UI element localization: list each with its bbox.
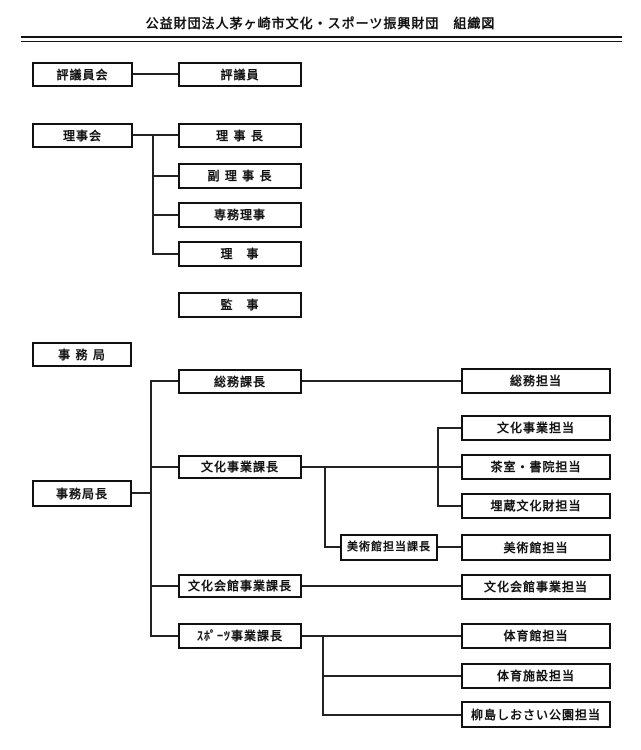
connector-secretariat-trunk	[150, 380, 152, 637]
org-box-culture-business-staff: 文化事業担当	[461, 415, 611, 441]
org-box-sports-facility-staff: 体育施設担当	[461, 663, 611, 689]
connector-sports-facility-staff	[322, 675, 461, 677]
org-box-board-of-directors: 理事会	[32, 123, 133, 148]
connector-museum-drop	[324, 466, 326, 548]
org-box-vice-chairman: 副 理 事 長	[178, 163, 302, 189]
org-box-tearoom-shoin-staff: 茶室・書院担当	[461, 454, 611, 480]
connector-gymnasium-staff	[302, 635, 461, 637]
org-box-gymnasium-staff: 体育館担当	[461, 623, 611, 649]
org-box-yanagishima-shiosai-park-staff: 柳島しおさい公園担当	[461, 701, 611, 728]
connector-museum-staff	[438, 546, 461, 548]
org-box-auditor: 監 事	[178, 292, 302, 318]
connector-culture-branch-trunk	[437, 427, 439, 507]
connector-board-trunk	[152, 134, 154, 255]
org-box-councilor: 評議員	[178, 62, 302, 87]
org-box-chairman: 理 事 長	[178, 123, 302, 148]
org-box-buried-cultural-property-staff: 埋蔵文化財担当	[461, 493, 611, 519]
connector-culture-business-staff	[437, 427, 461, 429]
org-box-executive-director: 専務理事	[178, 202, 302, 228]
org-box-secretariat: 事 務 局	[32, 342, 132, 367]
org-box-museum-section-chief: 美術館担当課長	[340, 534, 438, 561]
org-box-sports-business-chief: ｽﾎﾟｰﾂ事業課長	[178, 623, 302, 649]
connector-general-affairs-staff	[302, 380, 461, 382]
org-box-general-affairs-staff: 総務担当	[461, 368, 611, 394]
connector-secretariat-director	[132, 492, 150, 494]
org-box-director: 理 事	[178, 241, 302, 267]
org-box-museum-staff: 美術館担当	[461, 534, 611, 561]
org-box-culture-hall-staff: 文化会館事業担当	[461, 574, 611, 600]
connector-culture-hall-chief	[150, 585, 178, 587]
page-title: 公益財団法人茅ヶ崎市文化・スポーツ振興財団 組織図	[145, 16, 496, 31]
connector-museum-section-chief	[324, 546, 340, 548]
org-box-culture-hall-chief: 文化会館事業課長	[178, 574, 302, 598]
org-box-culture-business-chief: 文化事業課長	[178, 455, 302, 479]
title-double-rule	[21, 36, 622, 42]
connector-culture-business-main	[302, 466, 461, 468]
org-box-councilor-board: 評議員会	[32, 62, 133, 87]
connector-culture-hall-staff	[302, 585, 461, 587]
connector-general-affairs-chief	[150, 380, 178, 382]
connector-director	[152, 253, 178, 255]
org-box-secretariat-director: 事務局長	[32, 480, 132, 507]
connector-executive-director	[152, 214, 178, 216]
connector-culture-business-chief	[150, 466, 178, 468]
connector-buried-cultural-staff	[437, 505, 461, 507]
connector-sports-business-chief	[150, 635, 178, 637]
org-box-general-affairs-chief: 総務課長	[178, 369, 302, 394]
connector-yanagishima-staff	[322, 714, 461, 716]
connector-chairman	[133, 134, 178, 136]
connector-councilor	[133, 73, 178, 75]
connector-vice-chairman	[152, 175, 178, 177]
